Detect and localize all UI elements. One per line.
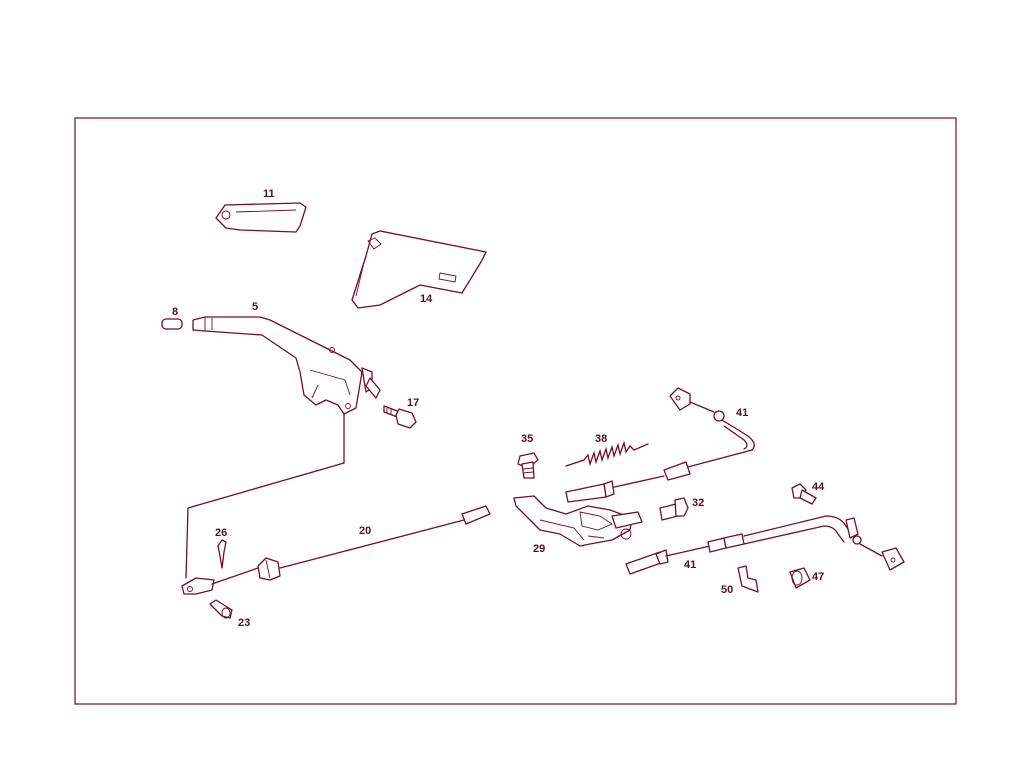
callout-20: 20 — [359, 525, 371, 537]
callout-35: 35 — [521, 433, 533, 445]
callout-5: 5 — [252, 301, 258, 313]
part-44-bolt — [791, 483, 817, 505]
callout-14: 14 — [420, 293, 433, 305]
part-8-cap — [161, 318, 183, 330]
part-38-spring — [565, 440, 649, 467]
callout-41-upper: 41 — [736, 407, 748, 419]
callout-11: 11 — [263, 188, 275, 200]
part-17-bolt — [383, 405, 417, 429]
callout-47: 47 — [812, 571, 824, 583]
part-5-handbrake-lever — [192, 316, 381, 464]
callout-44: 44 — [812, 481, 825, 493]
part-11-grip-cover — [215, 202, 307, 233]
part-23-pin — [209, 599, 233, 619]
part-26-cotter-pin — [217, 539, 227, 569]
callout-41-lower: 41 — [684, 559, 696, 571]
diagram-border — [74, 117, 957, 705]
part-14-lever-cover — [351, 230, 487, 309]
callout-29: 29 — [533, 543, 545, 555]
callout-38: 38 — [595, 433, 607, 445]
callout-50: 50 — [721, 584, 733, 596]
callout-23: 23 — [238, 617, 250, 629]
part-50-clip — [737, 565, 759, 593]
part-47-grommet — [789, 567, 811, 589]
callout-17: 17 — [407, 397, 419, 409]
leader-line — [185, 462, 345, 579]
part-35-bolt — [517, 452, 539, 479]
part-41-rear-cable-upper — [565, 387, 755, 503]
callout-32: 32 — [692, 497, 704, 509]
callout-8: 8 — [172, 306, 178, 318]
part-20-front-cable — [181, 505, 491, 595]
part-41-rear-cable-lower — [625, 515, 905, 575]
callout-26: 26 — [215, 527, 227, 539]
part-29-equalizer — [513, 495, 643, 547]
part-32-bolt — [659, 497, 689, 521]
